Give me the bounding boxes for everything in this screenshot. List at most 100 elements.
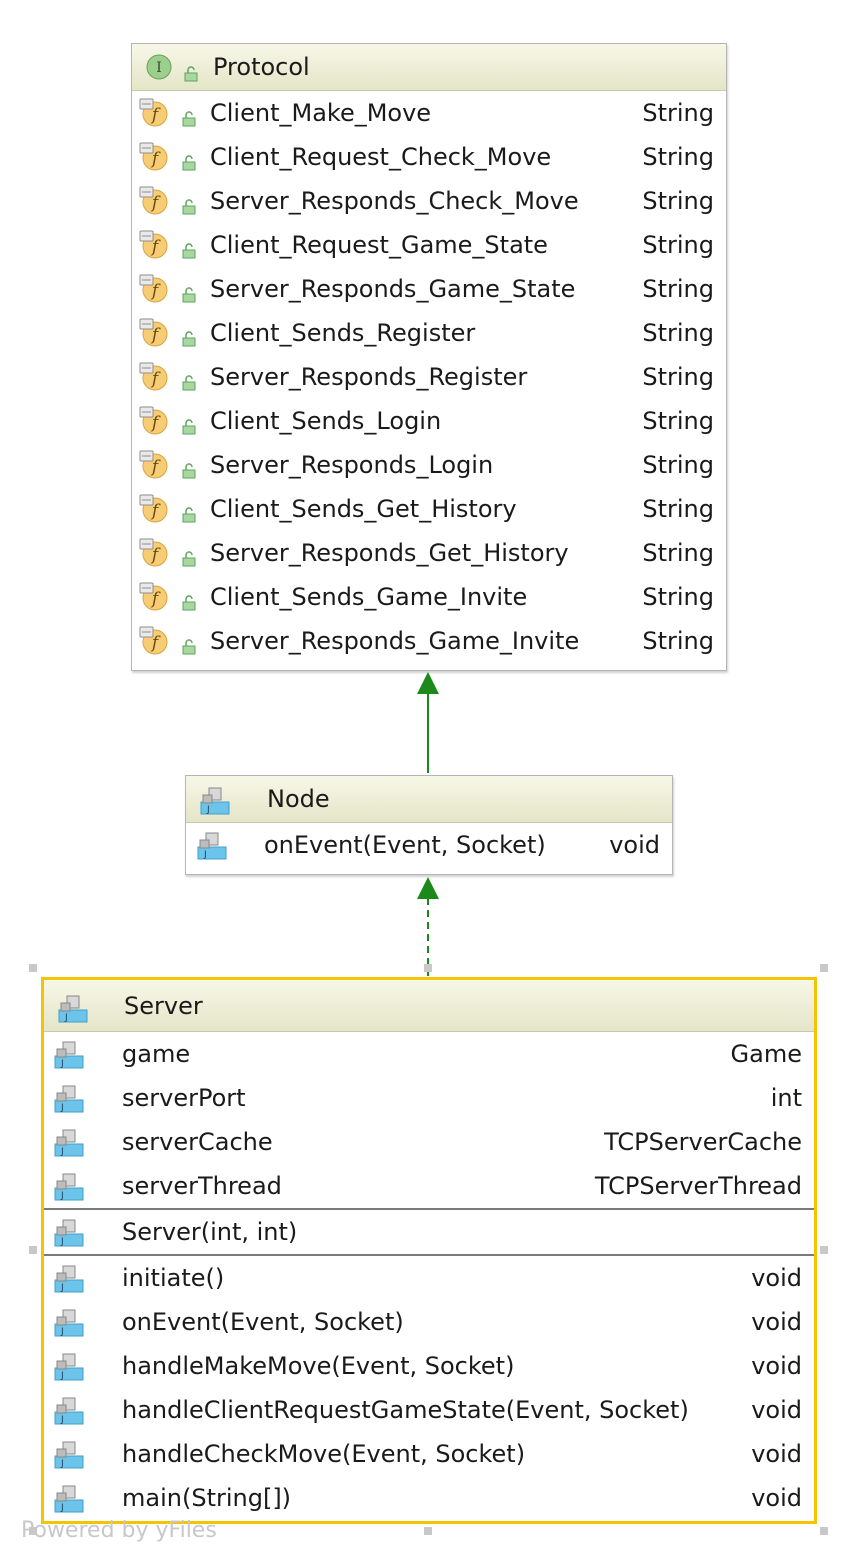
field-type: String — [642, 583, 714, 611]
final-field-icon: f — [138, 493, 170, 531]
final-field-icon: f — [138, 449, 170, 487]
java-field-icon: J — [53, 1082, 85, 1120]
lock-icon — [182, 193, 196, 221]
method-type: void — [609, 831, 660, 859]
svg-text:f: f — [150, 193, 161, 213]
method-type: void — [751, 1440, 802, 1468]
field-name: game — [122, 1040, 191, 1068]
selection-handle[interactable] — [424, 1527, 432, 1535]
svg-text:J: J — [203, 850, 207, 860]
method-name: onEvent(Event, Socket) — [122, 1308, 404, 1336]
method-type: void — [751, 1264, 802, 1292]
lock-icon — [182, 413, 196, 441]
svg-text:f: f — [150, 281, 161, 301]
svg-text:f: f — [150, 237, 161, 257]
java-method-icon: J — [53, 1438, 85, 1476]
field-name: serverCache — [122, 1128, 273, 1156]
method-name: onEvent(Event, Socket) — [264, 831, 546, 859]
lock-icon — [184, 60, 198, 82]
field-name: serverThread — [122, 1172, 282, 1200]
selection-handle[interactable] — [820, 1527, 828, 1535]
java-class-icon: J — [57, 992, 88, 1023]
method-name: initiate() — [122, 1264, 225, 1292]
field-name: Client_Sends_Get_History — [210, 495, 517, 523]
node-title: Node — [267, 785, 330, 813]
field-type: String — [642, 99, 714, 127]
field-row[interactable]: f Server_Responds_Game_Invite String — [132, 619, 726, 663]
selection-handle[interactable] — [29, 964, 37, 972]
lock-icon — [182, 545, 196, 573]
final-field-icon: f — [138, 537, 170, 575]
java-method-icon: J — [53, 1306, 85, 1344]
field-name: Client_Make_Move — [210, 99, 432, 127]
selection-handle[interactable] — [820, 1246, 828, 1254]
selection-handle[interactable] — [29, 1246, 37, 1254]
field-row[interactable]: f Client_Request_Game_State String — [132, 223, 726, 267]
field-type: TCPServerCache — [604, 1128, 802, 1156]
field-type: String — [642, 231, 714, 259]
field-row[interactable]: f Client_Make_Move String — [132, 91, 726, 135]
protocol-header[interactable]: I Protocol — [132, 44, 726, 91]
server-header[interactable]: J Server — [44, 980, 814, 1032]
field-type: String — [642, 275, 714, 303]
field-name: Server_Responds_Game_Invite — [210, 627, 580, 655]
method-name: main(String[]) — [122, 1484, 292, 1512]
selection-handle[interactable] — [29, 1527, 37, 1535]
field-name: Server_Responds_Get_History — [210, 539, 569, 567]
method-name: handleMakeMove(Event, Socket) — [122, 1352, 515, 1380]
svg-text:f: f — [150, 105, 161, 125]
method-type: void — [751, 1396, 802, 1424]
field-type: String — [642, 627, 714, 655]
svg-text:J: J — [60, 1459, 64, 1469]
field-row[interactable]: f Server_Responds_Get_History String — [132, 531, 726, 575]
field-name: Client_Sends_Register — [210, 319, 476, 347]
selection-handle[interactable] — [424, 964, 432, 972]
field-name: Client_Request_Game_State — [210, 231, 548, 259]
field-name: Client_Sends_Game_Invite — [210, 583, 528, 611]
lock-icon — [182, 149, 196, 177]
field-type: String — [642, 539, 714, 567]
node-header[interactable]: J Node — [186, 776, 672, 823]
final-field-icon: f — [138, 273, 170, 311]
lock-icon — [182, 501, 196, 529]
lock-icon — [182, 325, 196, 353]
method-type: void — [751, 1308, 802, 1336]
field-name: serverPort — [122, 1084, 246, 1112]
server-title: Server — [124, 991, 203, 1020]
selection-handle[interactable] — [820, 964, 828, 972]
svg-text:J: J — [60, 1191, 64, 1201]
svg-text:f: f — [150, 457, 161, 477]
lock-icon — [182, 281, 196, 309]
final-field-icon: f — [138, 361, 170, 399]
svg-text:f: f — [150, 369, 161, 389]
field-type: int — [770, 1084, 802, 1112]
field-type: Game — [730, 1040, 802, 1068]
svg-text:f: f — [150, 545, 161, 565]
svg-text:f: f — [150, 633, 161, 653]
